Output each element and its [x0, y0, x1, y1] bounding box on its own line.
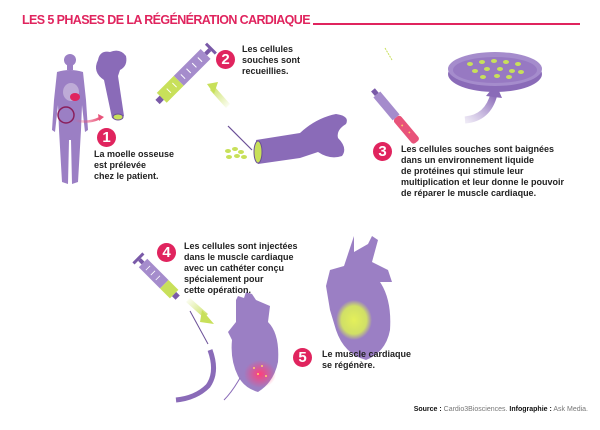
hip-highlight-circle	[57, 106, 75, 124]
pipette-icon	[371, 47, 419, 144]
step-3-line: de protéines qui stimule leur	[401, 166, 524, 176]
step-5-line: se régénère.	[322, 360, 376, 370]
step-1-text: La moelle osseuse est prélevée chez le p…	[94, 149, 174, 182]
step-2-badge: 2	[216, 50, 235, 69]
title-underline	[312, 23, 580, 25]
stem-cells-icon	[225, 147, 247, 159]
syringe-icon	[155, 42, 253, 151]
step-2-line: recueillies.	[242, 66, 289, 76]
femur-bone-icon	[96, 50, 127, 121]
step-2-line: souches sont	[242, 55, 301, 65]
source-credit: Source : Cardio3Biosciences. Infographie…	[414, 406, 588, 413]
source-value: Cardio3Biosciences.	[443, 406, 508, 413]
human-body-icon	[52, 54, 88, 184]
step-4-text: Les cellules sont injectées dans le musc…	[184, 241, 298, 296]
title-row: LES 5 PHASES DE LA RÉGÉNÉRATION CARDIAQU…	[22, 11, 580, 27]
step-1-line: chez le patient.	[94, 171, 159, 181]
step-5-line: Le muscle cardiaque	[322, 349, 412, 359]
step-4-line: avec un cathéter conçu	[184, 263, 285, 273]
step-5-badge: 5	[293, 348, 312, 367]
credit-value: Ask Media.	[553, 406, 588, 413]
step-1-line: est prélevée	[94, 160, 147, 170]
step-4-line: spécialement pour	[184, 274, 264, 284]
step-4-line: Les cellules sont injectées	[184, 241, 298, 251]
injection-arrow-icon	[186, 298, 214, 324]
petri-dish-icon	[448, 52, 542, 92]
page-title: LES 5 PHASES DE LA RÉGÉNÉRATION CARDIAQU…	[22, 13, 311, 27]
step-1-badge: 1	[97, 128, 116, 147]
heart-regenerated-icon	[326, 236, 392, 360]
heart-in-body-icon	[63, 83, 80, 101]
step-3-badge: 3	[373, 142, 392, 161]
step-4-badge: 4	[157, 243, 176, 262]
step-3-line: de réparer le muscle cardiaque.	[401, 188, 537, 198]
catheter-syringe-icon	[132, 252, 216, 403]
step-2-line: Les cellules	[242, 44, 294, 54]
step-4-line: dans le muscle cardiaque	[184, 252, 294, 262]
step-3-line: multiplication et leur donne le pouvoir	[401, 177, 565, 187]
step-4-line: cette opération.	[184, 285, 252, 295]
heart-treated-icon	[223, 292, 279, 401]
step-2-text: Les cellules souches sont recueillies.	[242, 44, 300, 77]
step-5-text: Le muscle cardiaque se régénère.	[322, 349, 411, 371]
step-3-line: dans un environnement liquide	[401, 155, 535, 165]
source-label: Source :	[413, 406, 442, 413]
credit-label: Infographie :	[509, 406, 552, 413]
step-3-line: Les cellules souches sont baignées	[401, 144, 555, 154]
extraction-arrow-icon	[73, 114, 104, 123]
step-3-text: Les cellules souches sont baignées dans …	[401, 144, 564, 199]
upward-arrow-icon	[207, 82, 230, 108]
step-1-line: La moelle osseuse	[94, 149, 175, 159]
horizontal-bone-icon	[253, 114, 347, 164]
